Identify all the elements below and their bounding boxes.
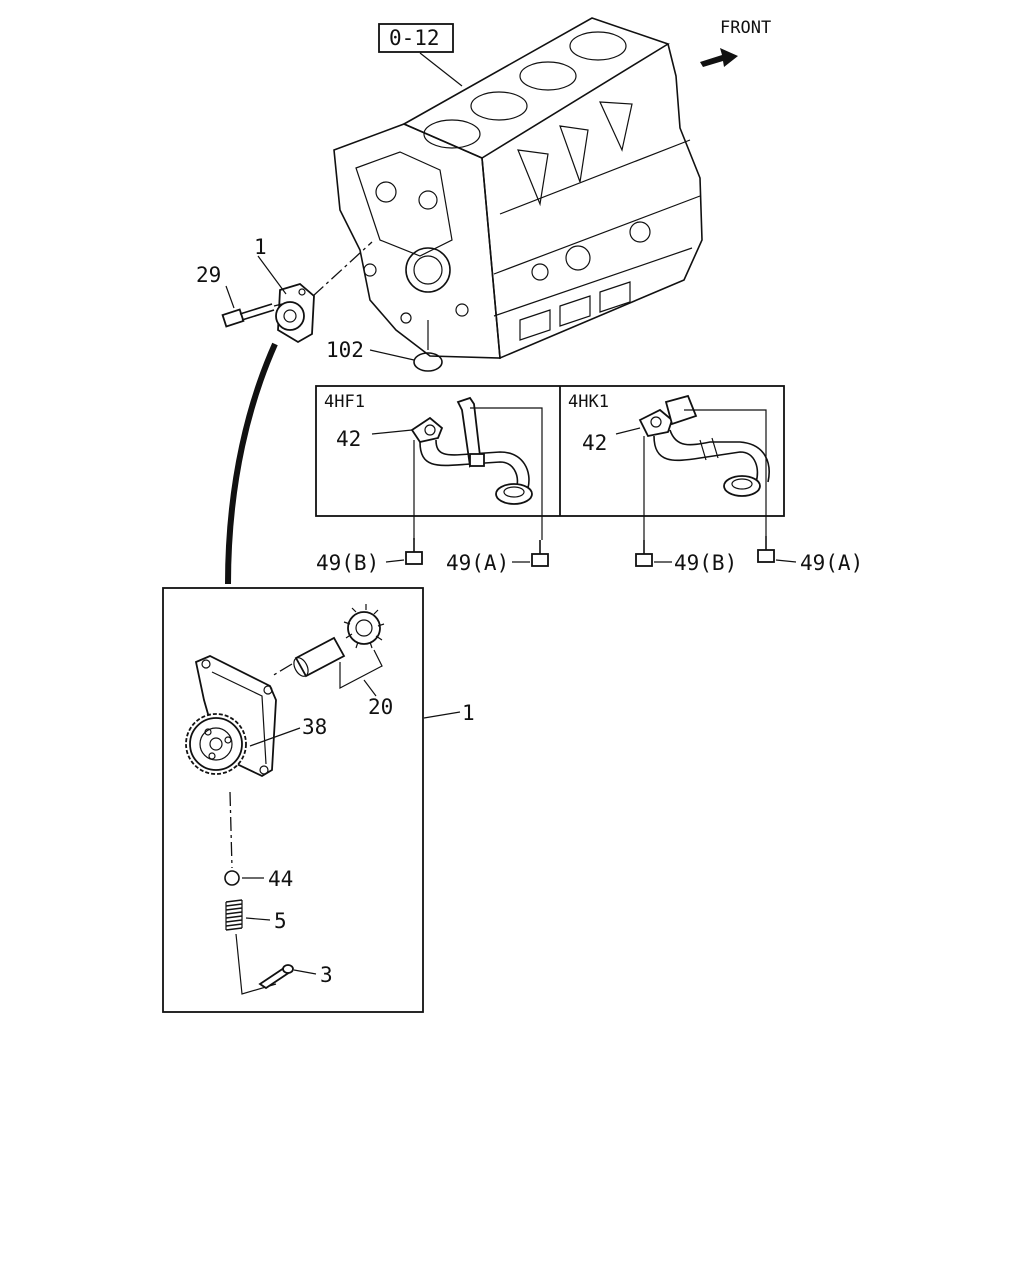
oil-pump-small[interactable] (275, 282, 315, 344)
reference-leader (419, 52, 463, 87)
driven-gear-20[interactable] (343, 604, 385, 649)
callout-3: 3 (320, 963, 333, 987)
shaft-20[interactable] (291, 636, 346, 679)
strainer-4hk1[interactable] (638, 394, 770, 497)
o-ring-leader (369, 349, 415, 361)
front-label: FRONT (720, 18, 771, 38)
pump-leader (257, 255, 287, 295)
callout-42-right: 42 (582, 431, 607, 455)
callout-38: 38 (302, 715, 327, 739)
callout-102: 102 (326, 338, 364, 362)
bolt-49a-left[interactable] (531, 540, 549, 567)
callout-5: 5 (274, 909, 287, 933)
callout-1-top: 1 (254, 235, 267, 259)
strainer-variants-box (315, 385, 785, 517)
detail-link-curve (225, 342, 278, 585)
callout-49b-left: 49(B) (316, 551, 379, 575)
variant-4hk1-label: 4HK1 (568, 392, 609, 412)
pin-3[interactable] (258, 964, 294, 990)
callout-29: 29 (196, 263, 221, 287)
bolt-49b-left[interactable] (405, 538, 423, 565)
callout-1-detail: 1 (462, 701, 475, 725)
ball-44[interactable] (224, 870, 240, 886)
pump-detail-box (162, 587, 424, 1013)
reference-box[interactable]: 0-12 (378, 23, 454, 53)
o-ring-102[interactable] (413, 352, 443, 372)
bolt-29-leader (225, 285, 235, 309)
callout-20: 20 (368, 695, 393, 719)
engine-block (333, 17, 703, 360)
bolt-49b-right[interactable] (635, 540, 653, 567)
callout-42-left: 42 (336, 427, 361, 451)
callout-49b-right: 49(B) (674, 551, 737, 575)
spring-5[interactable] (225, 899, 243, 931)
strainer-4hf1[interactable] (410, 396, 533, 505)
callout-49a-left: 49(A) (446, 551, 509, 575)
callout-49a-right: 49(A) (800, 551, 863, 575)
drive-gear-38[interactable] (185, 713, 247, 775)
bolt-49a-right[interactable] (757, 536, 775, 563)
pump-to-block-centerline (312, 241, 373, 297)
front-arrow-icon (700, 48, 738, 67)
callout-44: 44 (268, 867, 293, 891)
reference-box-label: 0-12 (389, 26, 440, 50)
variant-4hf1-label: 4HF1 (324, 392, 365, 412)
bolt-29[interactable] (221, 303, 275, 328)
